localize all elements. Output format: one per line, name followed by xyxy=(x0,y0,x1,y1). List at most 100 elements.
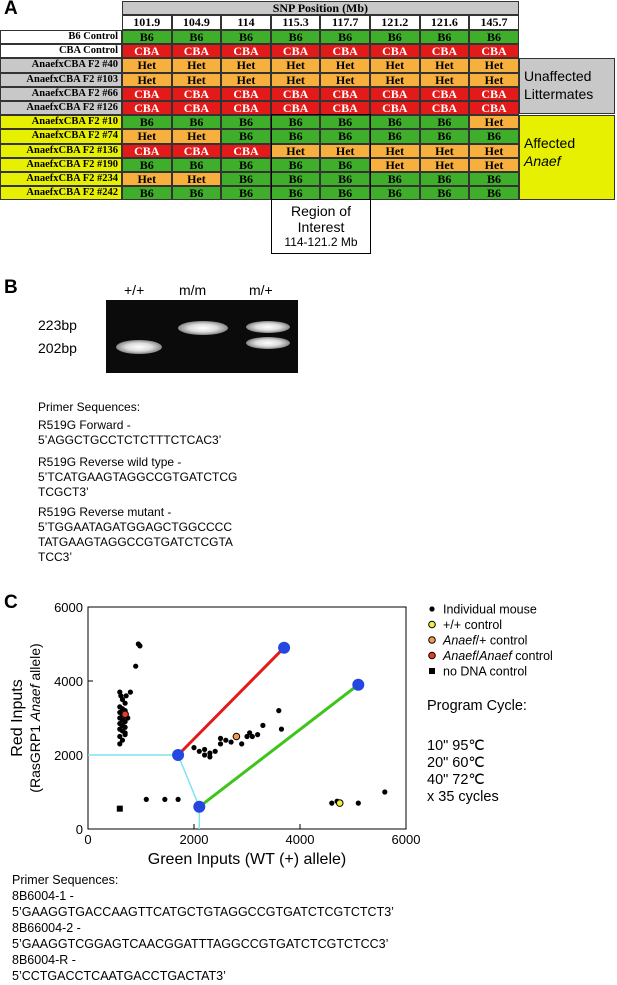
genotype-cell: B6 xyxy=(221,172,271,187)
primer-c-1: 8B6004-1 - 5’GAAGGTGACCAAGTTCATGCTGTAGGC… xyxy=(12,889,394,919)
snp-position-header: 114 xyxy=(221,15,271,30)
genotype-cell: CBA xyxy=(419,101,470,116)
snp-position-header: 121.6 xyxy=(419,15,470,30)
mouse-data-point xyxy=(119,696,126,703)
mouse-data-point xyxy=(247,730,253,736)
y-tick-label: 6000 xyxy=(54,600,83,615)
genotype-cell: Het xyxy=(469,157,519,172)
genotype-cell: CBA xyxy=(469,101,519,116)
mouse-data-point xyxy=(239,741,245,747)
y-tick-label: 0 xyxy=(76,822,83,837)
sample-label: AnaefxCBA F2 #126 xyxy=(0,101,122,116)
y-tick-label: 2000 xyxy=(54,748,83,763)
genotype-cell: B6 xyxy=(370,186,420,201)
cluster-line xyxy=(198,683,360,808)
mouse-data-point xyxy=(329,800,335,806)
band-size-223: 223bp xyxy=(38,317,77,333)
cluster-center-point xyxy=(352,678,365,691)
genotype-cell: B6 xyxy=(270,30,321,45)
genotype-cell: B6 xyxy=(469,30,519,45)
x-tick-label: 2000 xyxy=(180,832,209,847)
genotype-cell: CBA xyxy=(469,86,519,101)
genotype-cell: B6 xyxy=(270,172,321,187)
genotype-cell: Het xyxy=(171,72,222,87)
cluster-line xyxy=(177,646,286,757)
genotype-cell: CBA xyxy=(171,101,222,116)
genotype-cell: CBA xyxy=(320,86,370,101)
genotype-cell: CBA xyxy=(171,143,222,158)
mouse-data-point xyxy=(122,724,128,730)
sample-label: AnaefxCBA F2 #234 xyxy=(0,172,122,187)
genotype-cell: CBA xyxy=(270,44,321,59)
mouse-data-point xyxy=(244,733,250,740)
x-tick-label: 0 xyxy=(84,832,91,847)
mouse-data-point xyxy=(117,733,123,740)
genotype-cell: CBA xyxy=(320,44,370,59)
mouse-data-point xyxy=(122,732,128,738)
sample-label: AnaefxCBA F2 #74 xyxy=(0,129,122,144)
mouse-data-point xyxy=(276,708,282,714)
snp-header-title: SNP Position (Mb) xyxy=(122,1,519,15)
sample-label: AnaefxCBA F2 #40 xyxy=(0,58,122,73)
genotype-cell: CBA xyxy=(122,143,172,158)
program-step-3: 40" 72℃ xyxy=(427,772,485,788)
legend-label: Individual mouse xyxy=(443,603,537,617)
genotype-cell: B6 xyxy=(370,172,420,187)
x-axis-label: Green Inputs (WT (+) allele) xyxy=(148,851,346,868)
roi-range: 114-121.2 Mb xyxy=(284,235,358,249)
genotype-cell: Het xyxy=(320,143,370,158)
x-tick-label: 4000 xyxy=(286,832,315,847)
sample-label: AnaefxCBA F2 #103 xyxy=(0,72,122,87)
band-size-202: 202bp xyxy=(38,340,77,356)
mouse-data-point xyxy=(249,733,255,740)
primer-c-r: 8B6004-R - 5’CCTGACCTCAATGACCTGACTAT3’ xyxy=(12,953,226,983)
genotype-cell: B6 xyxy=(419,129,470,144)
affected-label-line1: Affected xyxy=(524,135,576,151)
genotype-cell: B6 xyxy=(171,157,222,172)
genotype-cell: Het xyxy=(419,58,470,73)
genotype-cell: B6 xyxy=(221,157,271,172)
region-of-interest-label: Region of Interest 114-121.2 Mb xyxy=(271,199,371,254)
legend-label: +/+ control xyxy=(443,618,502,632)
genotype-cell: B6 xyxy=(320,172,370,187)
genotype-cell: CBA xyxy=(270,86,321,101)
genotype-cell: CBA xyxy=(122,44,172,59)
genotype-cell: Het xyxy=(221,72,271,87)
sample-label: AnaefxCBA F2 #10 xyxy=(0,115,122,130)
genotype-cell: CBA xyxy=(221,86,271,101)
genotype-cell: Het xyxy=(370,72,420,87)
mouse-data-point xyxy=(143,796,149,802)
mouse-data-point xyxy=(122,700,128,706)
genotype-cell: B6 xyxy=(469,129,519,144)
no-dna-control-point xyxy=(116,805,123,812)
mouse-data-point xyxy=(207,750,213,756)
program-step-1: 10" 95℃ xyxy=(427,738,485,754)
genotype-cell: CBA xyxy=(419,44,470,59)
genotype-cell: B6 xyxy=(469,186,519,201)
mouse-data-point xyxy=(223,737,229,743)
genotype-cell: Het xyxy=(469,58,519,73)
primer-c-2: 8B66004-2 - 5’GAAGGTCGGAGTCAACGGATTTAGGC… xyxy=(12,921,389,951)
genotype-cell: Het xyxy=(171,129,222,144)
agarose-gel-image xyxy=(106,300,298,373)
genotype-cell: Het xyxy=(270,58,321,73)
genotype-cell: B6 xyxy=(469,172,519,187)
genotype-cell: B6 xyxy=(122,115,172,130)
program-step-4: x 35 cycles xyxy=(427,789,499,805)
sample-label: CBA Control xyxy=(0,44,122,59)
cluster-center-point xyxy=(172,749,185,761)
mouse-data-point xyxy=(355,800,361,806)
sample-label: AnaefxCBA F2 #242 xyxy=(0,186,122,201)
mouse-data-point xyxy=(175,796,181,802)
genotype-cell: B6 xyxy=(221,186,271,201)
genotype-cell: Het xyxy=(270,72,321,87)
sample-label: AnaefxCBA F2 #66 xyxy=(0,86,122,101)
gel-lane-wt: +/+ xyxy=(124,282,145,298)
panel-b-label: B xyxy=(4,277,18,298)
program-cycle-title: Program Cycle: xyxy=(427,698,527,714)
genotype-cell: B6 xyxy=(320,129,370,144)
legend-marker xyxy=(428,651,436,660)
region-of-interest-box xyxy=(271,114,371,201)
mouse-data-point xyxy=(191,745,197,751)
